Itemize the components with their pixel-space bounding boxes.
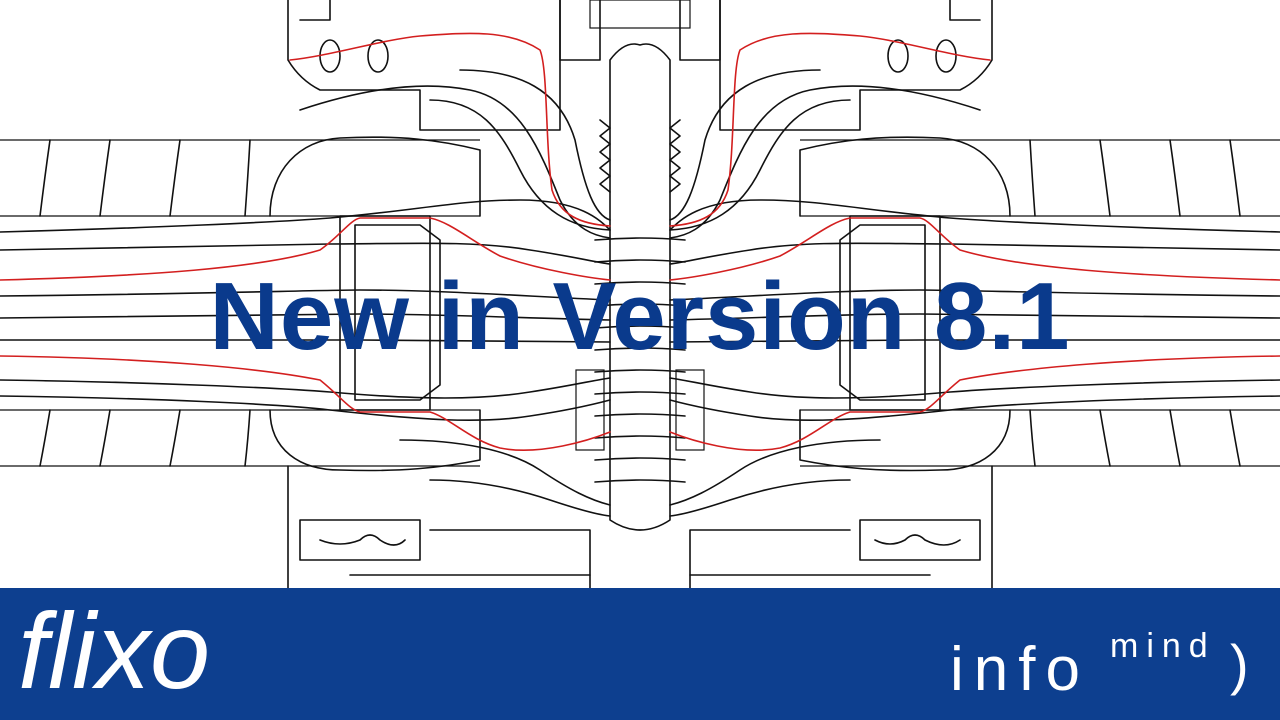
infomind-logo-bracket: ): [1230, 633, 1249, 696]
footer-bar: [0, 588, 1280, 720]
infomind-logo-main: info: [950, 635, 1090, 704]
infomind-logo: info mind ): [950, 628, 1250, 706]
infomind-logo-superscript: mind: [1110, 627, 1216, 665]
flixo-logo: flixo: [18, 590, 211, 711]
